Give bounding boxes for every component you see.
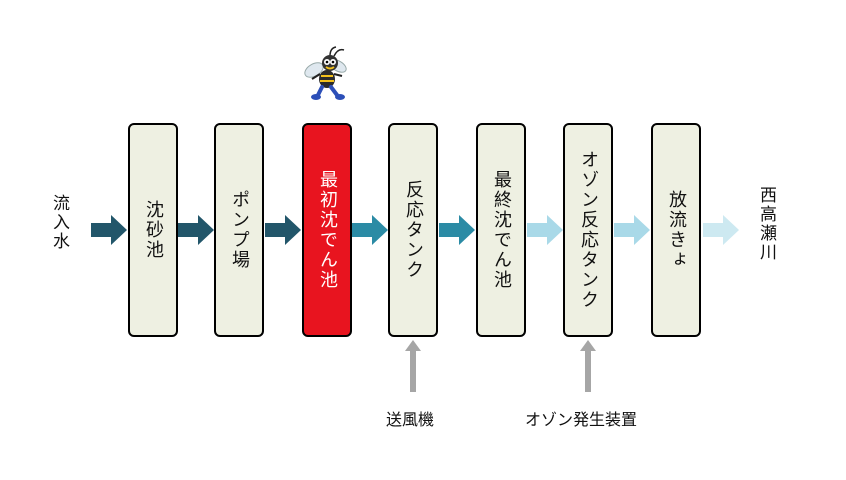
flow-arrow-icon — [352, 215, 388, 245]
flow-arrow-icon — [614, 215, 650, 245]
stage-label: 沈砂池 — [143, 200, 164, 260]
destination-label: 西高瀬川 — [756, 186, 776, 262]
stage-pump-station: ポンプ場 — [214, 123, 264, 337]
flow-arrow-icon — [439, 215, 475, 245]
blower-label: 送風機 — [386, 410, 435, 429]
stage-label: 最初沈でん池 — [317, 170, 338, 290]
flow-arrow-icon — [527, 215, 563, 245]
flow-arrow-icon — [703, 215, 739, 245]
up-arrow-icon — [580, 340, 596, 392]
stage-reaction-tank: 反応タンク — [388, 123, 438, 337]
stage-label: 放流きょ — [666, 190, 687, 270]
stage-primary-sedimentation: 最初沈でん池 — [302, 123, 352, 337]
stage-discharge-channel: 放流きょ — [651, 123, 701, 337]
source-label: 流入水 — [49, 194, 69, 251]
stage-ozone-reaction-tank: オゾン反応タンク — [563, 123, 613, 337]
stage-label: ポンプ場 — [229, 190, 250, 270]
flow-arrow-icon — [178, 215, 214, 245]
up-arrow-icon — [405, 340, 421, 392]
flow-arrow-icon — [265, 215, 301, 245]
stage-label: 最終沈でん池 — [491, 170, 512, 290]
stage-final-sedimentation: 最終沈でん池 — [476, 123, 526, 337]
ozone-generator-label: オゾン発生装置 — [525, 410, 638, 429]
flow-arrow-icon — [91, 215, 127, 245]
stage-grit-chamber: 沈砂池 — [128, 123, 178, 337]
stage-label: 反応タンク — [403, 180, 424, 280]
stage-label: オゾン反応タンク — [578, 150, 599, 310]
mosquito-mascot-icon — [304, 46, 347, 100]
